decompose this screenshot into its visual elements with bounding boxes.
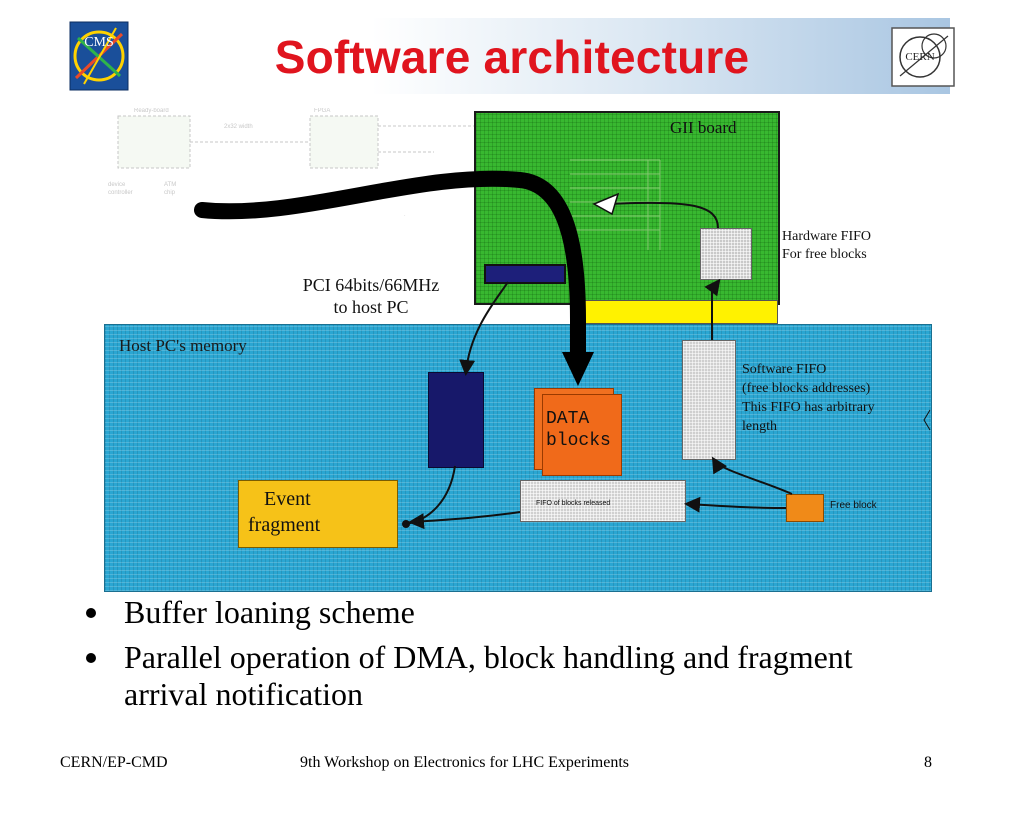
board-connector-strip [582,300,778,324]
background-sketch: Ready-board 2x32 width FPGA device contr… [108,108,474,216]
svg-text:FPGA: FPGA [314,108,330,114]
bullet-item: Buffer loaning scheme [86,594,926,631]
free-block [786,494,824,522]
footer-left: CERN/EP-CMD [60,754,168,771]
free-block-to-fifo-arrow [684,496,787,513]
data-blocks-line2: blocks [546,431,611,451]
bullet-text: Parallel operation of DMA, block handlin… [124,639,853,712]
buffer-to-event-line [405,465,456,525]
bullet-dot-icon [86,653,96,663]
hw-fifo-arrow [609,201,719,229]
software-fifo-label: Software FIFO (free blocks addresses) Th… [742,360,932,436]
software-fifo-line1: Software FIFO [742,362,827,377]
bullet-list: Buffer loaning scheme Parallel operation… [86,594,926,721]
cern-logo: CERN [890,26,956,88]
software-fifo-line4: length [742,419,777,434]
svg-text:chip: chip [164,190,176,196]
pci-connector [484,264,566,284]
footer-center: 9th Workshop on Electronics for LHC Expe… [300,754,630,771]
bullet-item: Parallel operation of DMA, block handlin… [86,639,926,713]
sw-to-hw-fifo-arrow [704,278,721,340]
released-blocks-fifo-label: FIFO of blocks released [536,500,611,507]
data-blocks-line1: DATA [546,409,590,429]
svg-text:ATM: ATM [164,182,176,188]
header-banner [60,18,950,94]
page-number: 8 [924,754,932,771]
event-fragment-label: Event fragment [248,486,388,538]
dma-buffer-block [428,372,484,468]
svg-text:Ready-board: Ready-board [134,108,169,114]
cern-logo-text: CERN [905,51,934,63]
cms-logo: CMS [66,18,132,94]
hardware-fifo-label: Hardware FIFO For free blocks [782,228,922,264]
hardware-fifo-line2: For free blocks [782,247,867,262]
event-fragment-line1: Event [264,488,311,510]
pci-label-line2: to host PC [333,297,409,317]
dma-arrowhead [562,352,594,386]
cms-logo-text: CMS [84,35,114,50]
hardware-fifo-line1: Hardware FIFO [782,229,872,244]
software-fifo [682,340,736,460]
pci-label: PCI 64bits/66MHz to host PC [276,274,466,318]
dma-path-arrow [194,170,586,368]
svg-text:controller: controller [108,190,133,196]
software-fifo-line2: (free blocks addresses) [742,381,871,396]
slide-title: Software architecture [274,31,750,83]
fifo-to-event-arrow [408,511,521,530]
pci-label-line1: PCI 64bits/66MHz [302,275,440,295]
released-blocks-fifo [520,480,686,522]
bullet-text: Buffer loaning scheme [124,594,415,630]
hardware-fifo [700,228,752,280]
event-fragment-line2: fragment [248,514,321,536]
data-block-front [542,394,622,476]
data-blocks-label: DATA blocks [546,408,620,452]
host-memory-label: Host PC's memory [119,336,247,355]
svg-text:device: device [108,182,126,188]
free-block-to-sw-fifo-arrow [711,456,793,495]
event-fragment-box [238,480,398,548]
software-fifo-line3: This FIFO has arbitrary [742,400,875,415]
svg-text:2x32 width: 2x32 width [224,124,253,130]
gii-board-label: GII board [670,118,737,137]
pci-to-buffer-arrow [459,281,509,376]
free-block-label: Free block [830,500,877,511]
bullet-dot-icon [86,608,96,618]
